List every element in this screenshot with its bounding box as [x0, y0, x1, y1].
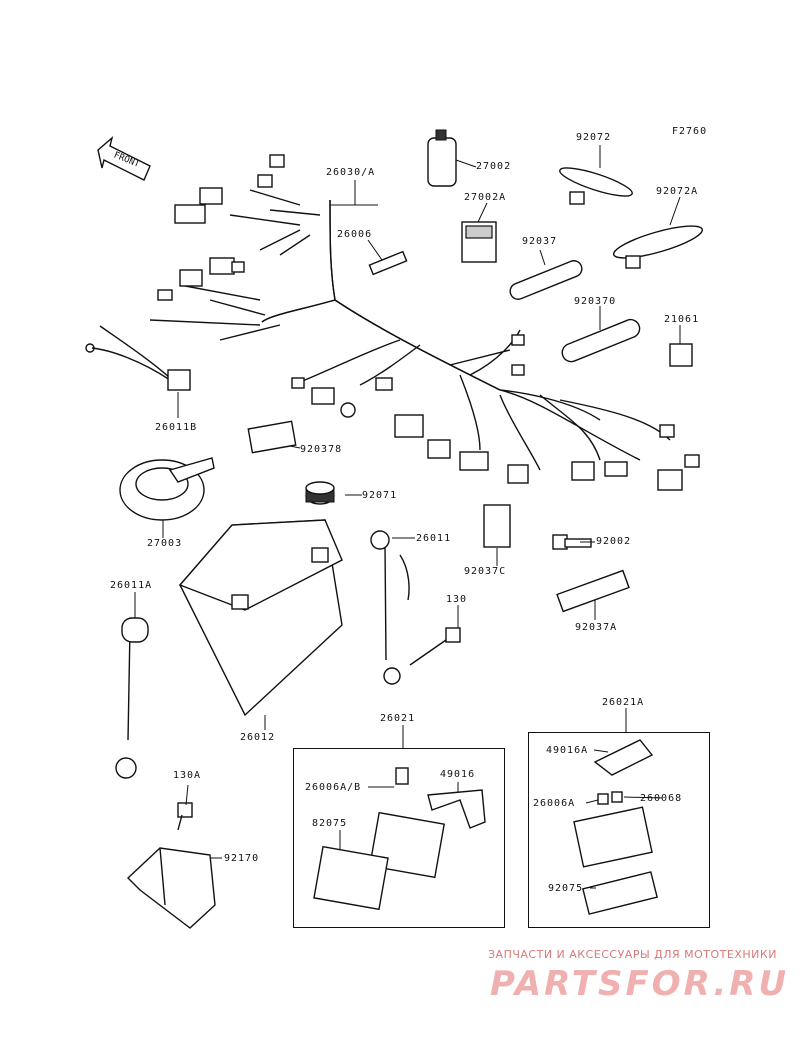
- box-26021-contents: [313, 767, 486, 911]
- label-26006a: 26006A: [533, 798, 576, 809]
- battery-26012: [178, 519, 343, 717]
- holder-92037a: [556, 569, 630, 613]
- label-92002: 92002: [596, 536, 632, 547]
- label-920370: 920370: [574, 296, 617, 307]
- kit-box-26021: [293, 748, 505, 928]
- band-92072a: [612, 225, 704, 269]
- kit-box-26021a: [528, 732, 710, 928]
- bolt-130a: [177, 802, 193, 831]
- relay-27002a: [461, 221, 497, 263]
- label-92037a: 92037A: [575, 622, 618, 633]
- connector-21061: [669, 343, 693, 367]
- cable-26011: [370, 530, 410, 685]
- label-26006: 26006: [337, 229, 373, 240]
- leader-lines: [134, 145, 681, 889]
- label-26021: 26021: [380, 713, 416, 724]
- figure-code: F2760: [672, 126, 708, 137]
- relay-27002: [427, 129, 457, 187]
- label-92170: 92170: [224, 853, 260, 864]
- label-26012: 26012: [240, 732, 276, 743]
- label-92037: 92037: [522, 236, 558, 247]
- box-26021a-contents: [573, 739, 658, 915]
- label-92037b: 920378: [300, 444, 343, 455]
- lead-26011b: [85, 325, 191, 391]
- label-26021a: 26021A: [602, 697, 645, 708]
- label-130a: 130A: [173, 770, 202, 781]
- label-21061: 21061: [664, 314, 700, 325]
- label-27002: 27002: [476, 161, 512, 172]
- band-92072: [559, 167, 633, 205]
- watermark-logo: PARTSFOR.RU: [490, 964, 790, 1004]
- label-26030a: 26030/A: [326, 167, 376, 178]
- rubber-92037c: [483, 504, 511, 548]
- label-92071: 92071: [362, 490, 398, 501]
- label-92075: 92075: [548, 883, 584, 894]
- label-92072: 92072: [576, 132, 612, 143]
- bracket-92170: [126, 847, 216, 929]
- bolt-92002: [552, 534, 592, 550]
- label-26011a: 26011A: [110, 580, 153, 591]
- label-92072a: 92072A: [656, 186, 699, 197]
- bolt-130: [409, 627, 461, 666]
- watermark-tagline: ЗАПЧАСТИ И АКСЕССУАРЫ ДЛЯ МОТОТЕХНИКИ: [488, 948, 777, 961]
- fuse-26006: [368, 250, 408, 276]
- label-92037c: 92037C: [464, 566, 507, 577]
- label-130: 130: [446, 594, 468, 605]
- label-26006b: 260068: [640, 793, 683, 804]
- cable-26011a: [115, 617, 149, 779]
- label-49016: 49016: [440, 769, 476, 780]
- front-arrow: FRONT: [97, 136, 151, 181]
- label-26006ab: 26006A/B: [305, 782, 362, 793]
- label-26011b: 26011B: [155, 422, 198, 433]
- grommet-92071: [305, 481, 335, 505]
- main-wiring-harness: [149, 154, 700, 491]
- label-26011: 26011: [416, 533, 452, 544]
- holder-92037b: [247, 420, 297, 454]
- clamp-920370: [561, 318, 641, 363]
- clamp-92037: [509, 260, 583, 300]
- label-27003: 27003: [147, 538, 183, 549]
- label-82075: 82075: [312, 818, 348, 829]
- horn-27003: [119, 457, 215, 521]
- label-27002a: 27002A: [464, 192, 507, 203]
- label-49016a: 49016A: [546, 745, 589, 756]
